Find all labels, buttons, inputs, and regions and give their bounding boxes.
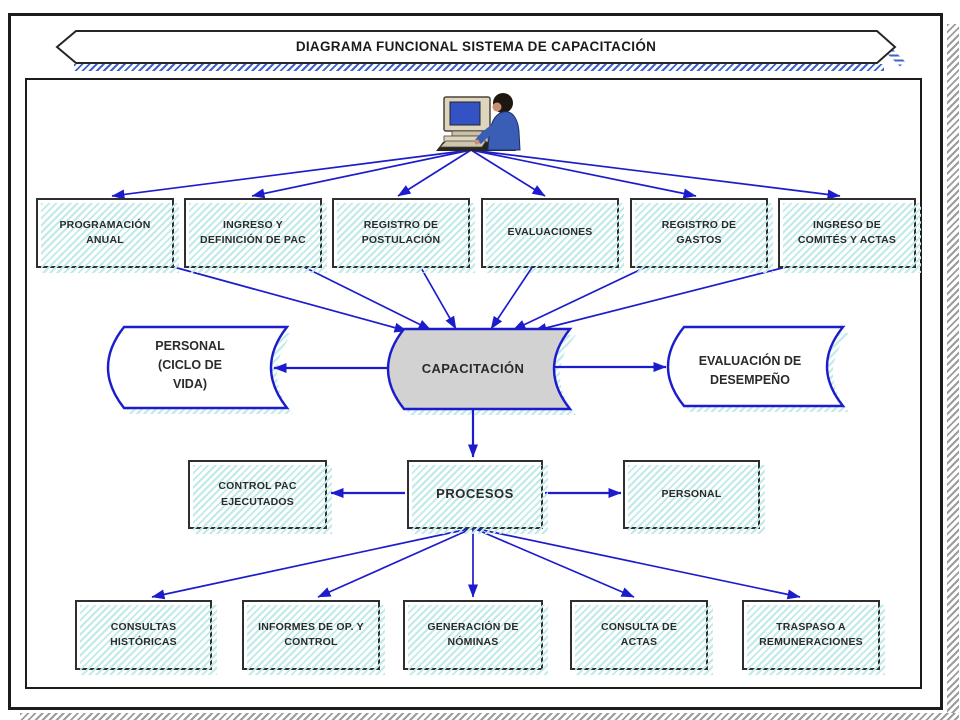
box-label: PROCESOS [436,486,514,502]
module-label: PROGRAMACIÓN ANUAL [59,218,151,246]
box-label: PERSONAL [661,487,722,500]
page-title: DIAGRAMA FUNCIONAL SISTEMA DE CAPACITACI… [295,39,657,54]
box-procesos: PROCESOS [407,460,548,534]
outer-frame-shadow-right [947,24,959,720]
edge-user-to-gastos [470,149,697,199]
edge-user-to-programacion [111,149,472,200]
edge-evaluaciones-to-capacitacion [490,265,534,330]
box-control-pac-ejecutados: CONTROL PAC EJECUTADOS [188,460,332,534]
edge-procesos-to-actas [472,527,635,598]
banner-shadow-hatch [74,64,884,71]
edge-postulacion-to-capacitacion [419,265,457,330]
module-label: INGRESO DE COMITÉS Y ACTAS [797,218,897,246]
box-personal: PERSONAL [623,460,765,534]
store-evaluacion-desempeno-shape [666,325,846,408]
edge-comites-to-capacitacion [533,265,791,333]
edge-user-to-comites [470,149,841,200]
edge-user-to-postulacion [397,149,472,197]
module-label: INGRESO Y DEFINICIÓN DE PAC [200,218,306,246]
edge-user-to-evaluaciones [470,149,546,197]
edge-procesos-to-consultas [151,527,474,600]
module-informes-op-control: INFORMES DE OP. Y CONTROL [242,600,385,675]
module-traspaso-remuneraciones: TRASPASO A REMUNERACIONES [742,600,885,675]
module-label: REGISTRO DE GASTOS [661,218,737,246]
title-banner-shape [55,30,897,64]
store-evaluacion-desempeno-label: EVALUACIÓN DE DESEMPEÑO [698,354,802,387]
module-label: EVALUACIONES [507,226,593,239]
module-label: REGISTRO DE POSTULACIÓN [361,218,441,246]
module-label: INFORMES DE OP. Y CONTROL [258,620,364,648]
store-personal-ciclo-vida-label: PERSONAL (CICLO DE VIDA) [155,339,225,391]
person-at-computer-icon [436,93,521,151]
edge-ingreso-pac-to-capacitacion [301,265,432,331]
module-label: CONSULTA DE ACTAS [600,620,678,648]
module-registro-postulacion: REGISTRO DE POSTULACIÓN [332,198,475,273]
store-capacitacion-shape [386,327,573,411]
edge-procesos-to-traspaso [472,527,801,600]
module-label: TRASPASO A REMUNERACIONES [759,620,863,648]
edge-programacion-to-capacitacion [169,265,408,333]
module-ingreso-comites-actas: INGRESO DE COMITÉS Y ACTAS [778,198,921,273]
box-label: CONTROL PAC EJECUTADOS [218,480,297,508]
module-consultas-historicas: CONSULTAS HISTÓRICAS [75,600,217,675]
edge-procesos-to-informes [317,527,474,598]
module-label: CONSULTAS HISTÓRICAS [110,620,177,648]
module-label: GENERACIÓN DE NÓMINAS [427,620,519,648]
module-consulta-actas: CONSULTA DE ACTAS [570,600,713,675]
module-evaluaciones: EVALUACIONES [481,198,624,273]
module-ingreso-definicion-pac: INGRESO Y DEFINICIÓN DE PAC [184,198,327,273]
store-personal-ciclo-vida-shape [106,325,290,410]
edge-gastos-to-capacitacion [512,265,649,331]
outer-frame-shadow-bottom [20,713,959,720]
module-generacion-nominas: GENERACIÓN DE NÓMINAS [403,600,548,675]
edges [111,149,841,600]
edge-user-to-ingreso-pac [251,149,472,199]
store-capacitacion-label: CAPACITACIÓN [421,361,525,376]
module-programacion-anual: PROGRAMACIÓN ANUAL [36,198,179,273]
data-stores [106,325,846,411]
module-registro-gastos: REGISTRO DE GASTOS [630,198,773,273]
